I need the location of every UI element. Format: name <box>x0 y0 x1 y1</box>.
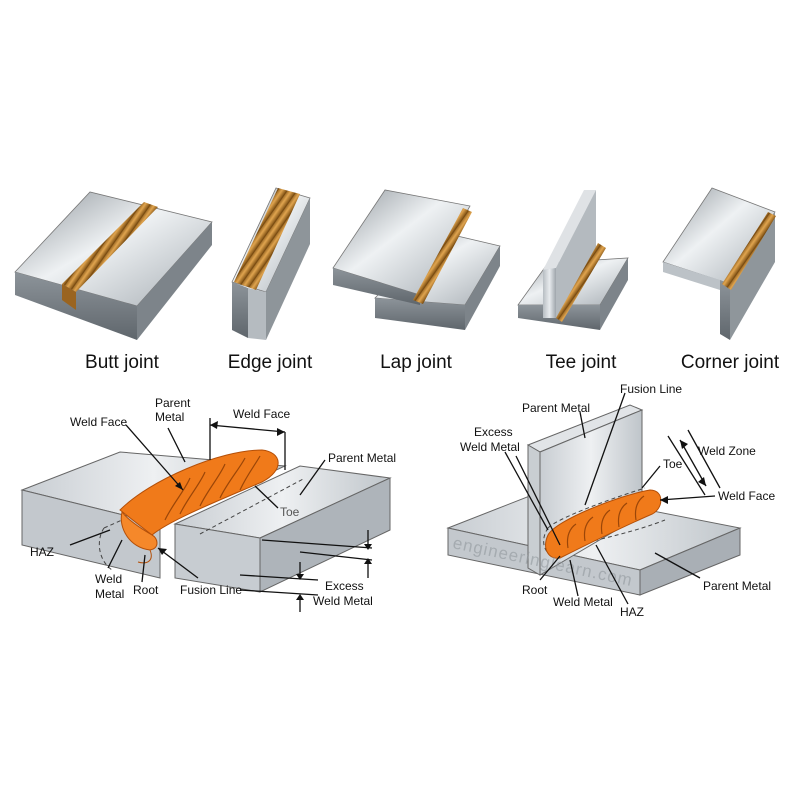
butt-joint-figure <box>14 191 213 340</box>
butt-weld-bead <box>62 202 158 292</box>
label-haz: HAZ <box>30 545 54 559</box>
label-weld-metal-1: Weld <box>95 572 122 586</box>
label-parent-metal-right: Parent Metal <box>328 451 396 465</box>
label-excess-2: Weld Metal <box>313 594 373 608</box>
tee-joint-label: Tee joint <box>546 352 617 373</box>
label-weld-face: Weld Face <box>70 415 127 429</box>
label-parent-metal-2: Metal <box>155 410 184 424</box>
tee-label-fusion-line: Fusion Line <box>620 382 682 396</box>
edge-joint-label: Edge joint <box>228 352 313 373</box>
tee-joint-figure <box>517 190 629 330</box>
edge-joint-figure <box>231 187 311 340</box>
tee-label-excess-2: Weld Metal <box>460 440 520 454</box>
lap-joint-figure <box>332 189 501 330</box>
label-excess-1: Excess <box>325 579 364 593</box>
tee-label-weld-metal: Weld Metal <box>553 595 613 609</box>
tee-label-weld-zone: Weld Zone <box>698 444 756 458</box>
tee-label-excess-1: Excess <box>474 425 513 439</box>
label-root: Root <box>133 583 159 597</box>
label-weld-metal-2: Metal <box>95 587 124 601</box>
tee-weld-bead <box>556 243 606 322</box>
lap-weld-bead <box>413 208 472 304</box>
label-weld-face-width: Weld Face <box>233 407 290 421</box>
corner-joint-figure <box>662 187 776 340</box>
tee-label-toe: Toe <box>663 457 683 471</box>
corner-weld-bead <box>722 212 776 290</box>
label-parent-metal-1: Parent <box>155 396 191 410</box>
tee-label-haz: HAZ <box>620 605 644 619</box>
butt-joint-label: Butt joint <box>85 352 160 373</box>
label-fusion-line: Fusion Line <box>180 583 242 597</box>
butt-weld-detail <box>20 418 392 612</box>
lap-joint-label: Lap joint <box>380 352 453 373</box>
tee-label-weld-face: Weld Face <box>718 489 775 503</box>
tee-label-parent-metal-top: Parent Metal <box>522 401 590 415</box>
label-toe: Toe <box>280 505 300 519</box>
tee-label-root: Root <box>522 583 548 597</box>
corner-joint-label: Corner joint <box>681 352 780 373</box>
edge-weld-bead <box>234 188 300 290</box>
tee-label-parent-metal-bottom: Parent Metal <box>703 579 771 593</box>
